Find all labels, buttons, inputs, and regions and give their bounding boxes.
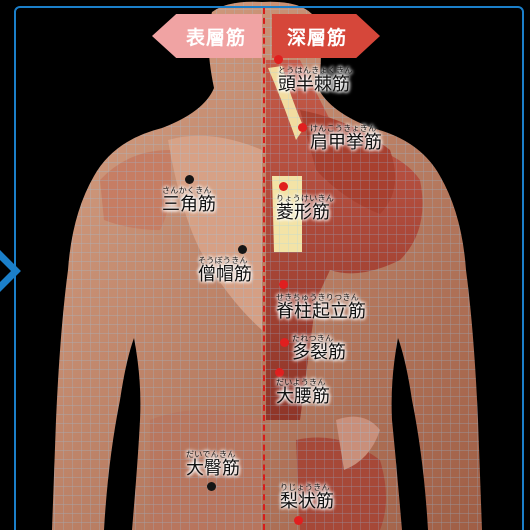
marker-soboukin [238,245,247,254]
marker-kenkokyokin [298,123,307,132]
label-sekichukiritsukin: せきちゅうきりつきん 脊柱起立筋 [276,293,366,322]
label-sankakukin: さんかくきん 三角筋 [162,186,216,215]
chevron-right-icon[interactable] [0,248,22,294]
label-daiyokin: だいようきん 大腰筋 [276,378,330,407]
muscle-name: 三角筋 [162,195,216,215]
muscle-name: 僧帽筋 [198,265,252,285]
image-frame [14,6,524,530]
center-divider-line [263,8,265,530]
label-rijokin: りじょうきん 梨状筋 [280,483,334,512]
label-tohankyokukin: とうはんきょくきん 頭半棘筋 [278,66,353,95]
label-daidenkin: だいでんきん 大臀筋 [186,450,240,479]
marker-ryokeikin [279,182,288,191]
marker-rijokin [294,516,303,525]
muscle-name: 菱形筋 [276,203,334,223]
label-soboukin: そうぼうきん 僧帽筋 [198,256,252,285]
muscle-name: 大腰筋 [276,387,330,407]
muscle-name: 脊柱起立筋 [276,302,366,322]
marker-daidenkin [207,482,216,491]
muscle-name: 大臀筋 [186,459,240,479]
marker-sekichukiritsukin [279,280,288,289]
marker-sankakukin [185,175,194,184]
label-kenkokyokin: けんこうきょきん 肩甲挙筋 [310,124,382,153]
marker-daiyokin [275,368,284,377]
marker-tohankyokukin [274,55,283,64]
muscle-name: 梨状筋 [280,492,334,512]
muscle-name: 多裂筋 [292,343,346,363]
muscle-name: 肩甲挙筋 [310,133,382,153]
muscle-name: 頭半棘筋 [278,75,353,95]
label-taretsukin: たれつきん 多裂筋 [292,334,346,363]
label-ryokeikin: りょうけいきん 菱形筋 [276,194,334,223]
marker-taretsukin [280,338,289,347]
